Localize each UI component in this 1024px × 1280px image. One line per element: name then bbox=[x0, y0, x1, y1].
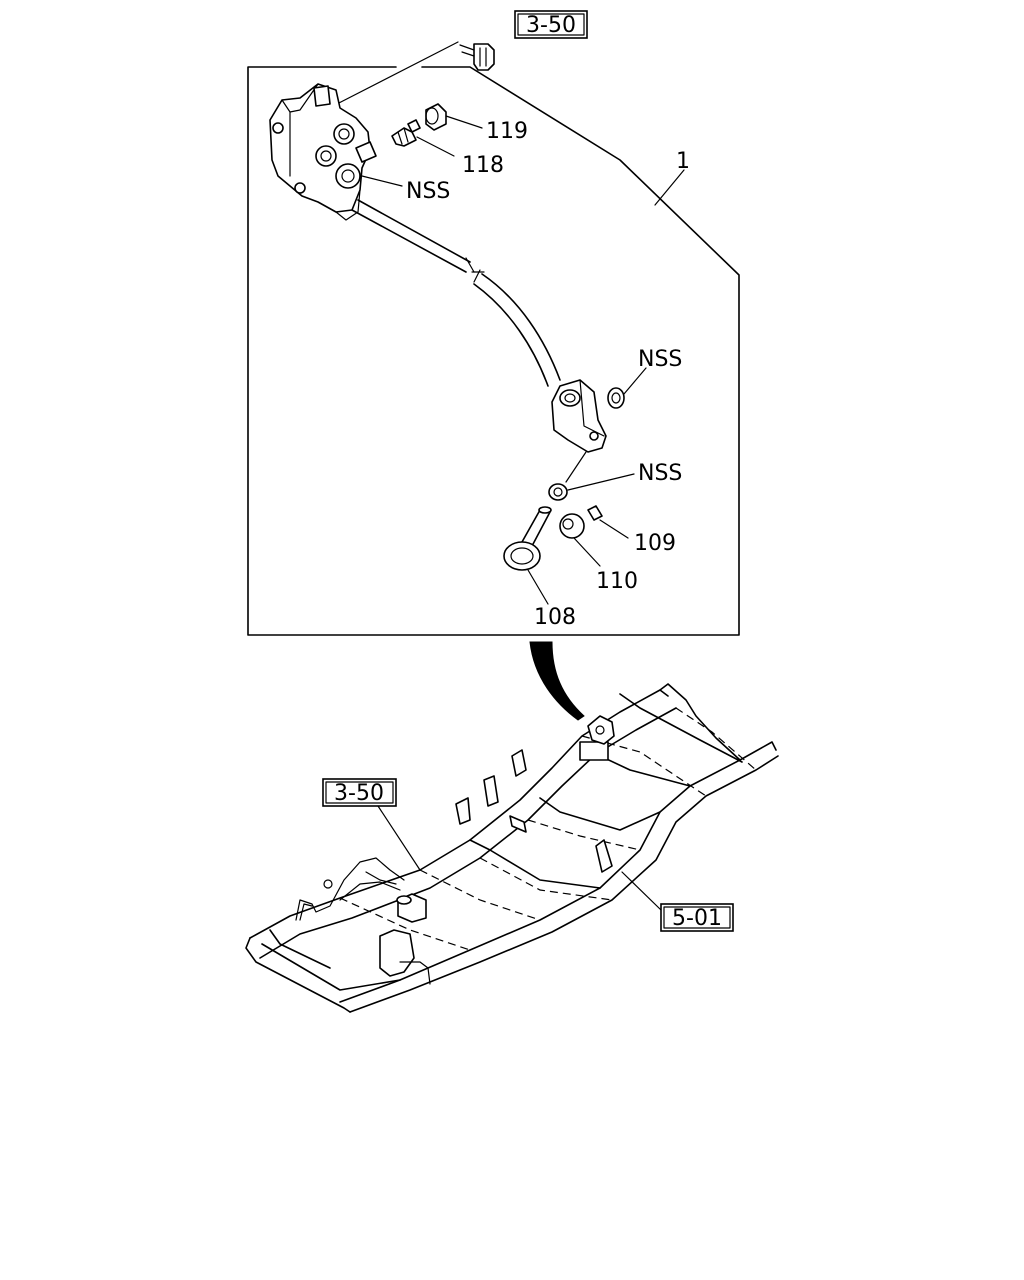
callout-109: 109 bbox=[634, 531, 676, 556]
leader-109 bbox=[599, 519, 629, 539]
callout-nss-valve: NSS bbox=[406, 179, 450, 204]
callout-118: 118 bbox=[462, 153, 504, 178]
chassis-frame bbox=[245, 683, 779, 1013]
callout-110: 110 bbox=[596, 569, 638, 594]
location-arrow bbox=[529, 641, 585, 721]
ref-box-frame-right: 5-01 bbox=[660, 903, 734, 932]
bushing-110 bbox=[559, 513, 585, 539]
lever-bracket bbox=[551, 379, 607, 453]
leader-nss-lower bbox=[567, 473, 635, 491]
nss-nut-lower bbox=[548, 483, 568, 501]
ref-box-top: 3-50 bbox=[514, 10, 588, 39]
assembly-leader bbox=[654, 169, 685, 206]
leader-118 bbox=[416, 136, 455, 157]
detail-frame bbox=[247, 66, 740, 636]
leader-108 bbox=[527, 569, 549, 605]
valve-housing bbox=[269, 83, 377, 221]
leader-nss-upper bbox=[623, 367, 647, 395]
callout-1: 1 bbox=[676, 149, 690, 174]
callout-119: 119 bbox=[486, 119, 528, 144]
pin-109 bbox=[587, 505, 603, 521]
leader-110 bbox=[573, 537, 601, 567]
callout-108: 108 bbox=[534, 605, 576, 630]
ref-label-top: 3-50 bbox=[526, 13, 576, 38]
leader-nss-valve bbox=[361, 175, 403, 187]
bolt-leader bbox=[334, 41, 459, 106]
leader-frame-left bbox=[377, 805, 421, 871]
callout-nss-lower: NSS bbox=[638, 461, 682, 486]
ref-box-frame-left: 3-50 bbox=[322, 778, 397, 807]
assembly-line bbox=[565, 451, 587, 483]
ref-label-frame-left: 3-50 bbox=[334, 781, 384, 806]
shift-cable bbox=[351, 199, 561, 387]
leader-119 bbox=[445, 115, 483, 129]
nut-fitting-119 bbox=[425, 103, 447, 131]
ref-label-frame-right: 5-01 bbox=[672, 906, 722, 931]
nss-nut-upper bbox=[607, 387, 625, 409]
leader-frame-right bbox=[621, 871, 662, 911]
link-rod-108 bbox=[503, 506, 552, 571]
bolt-3-50 bbox=[459, 43, 495, 71]
fitting-118 bbox=[391, 119, 421, 147]
callout-nss-upper: NSS bbox=[638, 347, 682, 372]
